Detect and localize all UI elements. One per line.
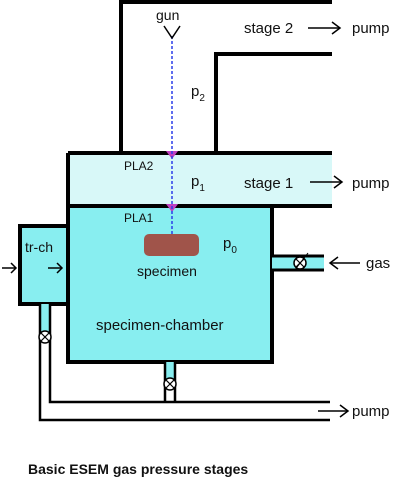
chamber-valve-icon (163, 377, 177, 391)
arrow-bottom-pump (318, 404, 350, 418)
transfer-chamber-body (18, 224, 70, 306)
specimen-label: specimen (137, 263, 197, 279)
stage1-label: stage 1 (244, 175, 293, 192)
trch-label: tr-ch (25, 239, 53, 255)
pla2-aperture-marker (166, 151, 178, 159)
stage2-label: stage 2 (244, 20, 293, 37)
p2-label: p2 (191, 83, 205, 104)
p0-label: p0 (223, 235, 237, 256)
diagram-caption: Basic ESEM gas pressure stages (28, 461, 248, 477)
chamber-pipe-fill (165, 362, 175, 384)
pump-top-label: pump (352, 20, 390, 37)
stage2-right-wall (214, 52, 332, 153)
specimen-chamber-body (66, 204, 274, 364)
gas-valve-icon (293, 252, 309, 272)
trch-valve-icon (38, 330, 52, 344)
p1-label: p1 (191, 173, 205, 194)
gas-label: gas (366, 255, 390, 272)
stage1-chamber (68, 153, 332, 206)
arrow-stage2-pump (308, 21, 342, 35)
trch-pipe-left (38, 304, 330, 422)
pump-bottom-label: pump (352, 403, 390, 420)
specimen-chamber-label: specimen-chamber (96, 317, 224, 334)
gun-label: gun (156, 7, 179, 23)
arrow-stage1-pump (310, 175, 344, 189)
arrow-into-trch-inner (48, 262, 64, 274)
arrow-into-trch-outer (2, 262, 18, 274)
pump-mid-label: pump (352, 175, 390, 192)
arrow-gas-in (328, 256, 360, 270)
specimen-block (144, 234, 199, 256)
gun-icon (163, 25, 181, 40)
pla1-label: PLA1 (124, 211, 154, 225)
pla2-label: PLA2 (124, 159, 154, 173)
trch-pipe-fill (40, 304, 50, 338)
